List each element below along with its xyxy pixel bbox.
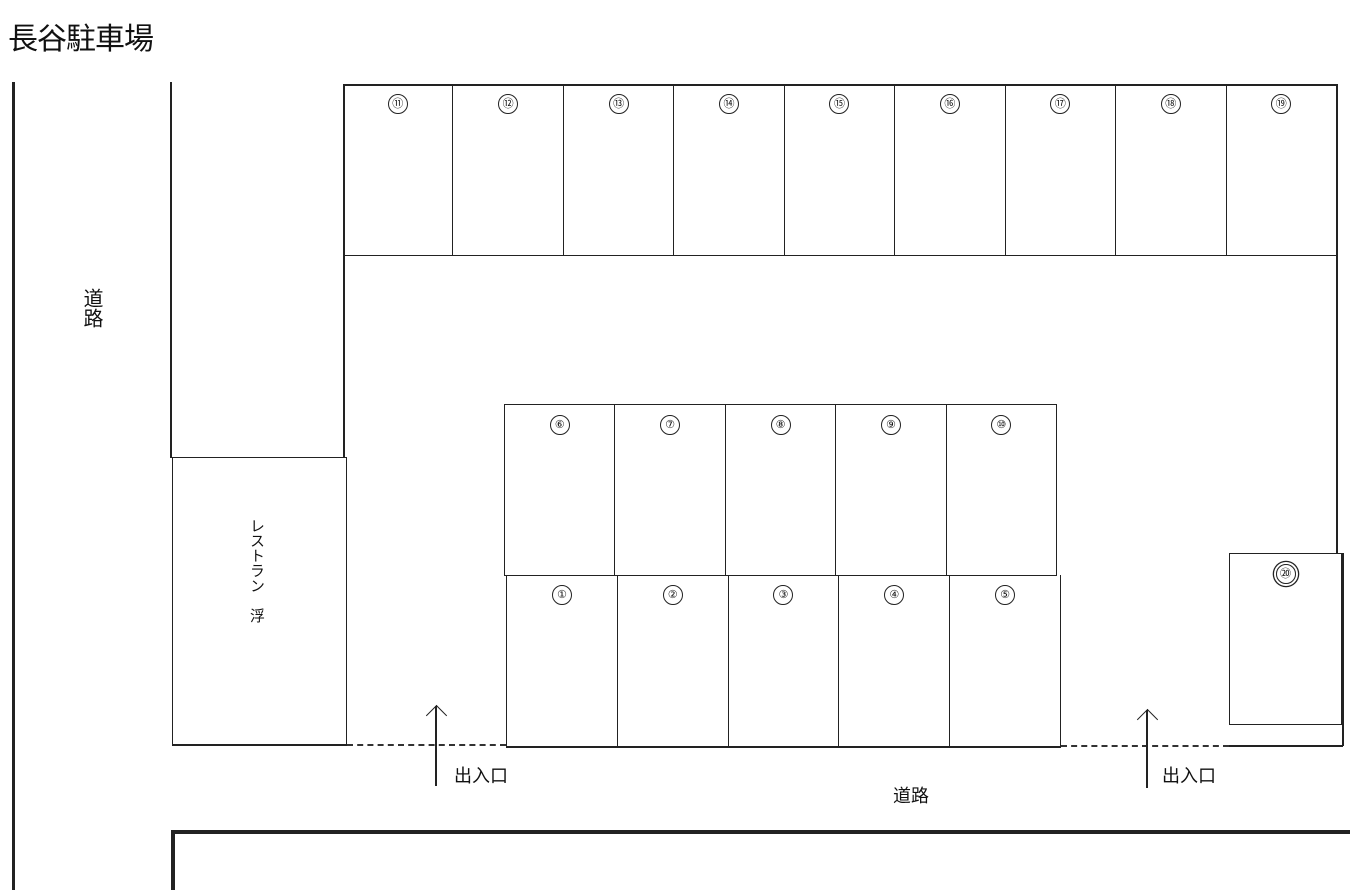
- arrow-head-icon: [1136, 708, 1159, 731]
- lot-top-boundary: [343, 84, 1336, 86]
- middle-upper-spots: ⑥ ⑦ ⑧ ⑨ ⑩: [504, 404, 1057, 576]
- entrance-right-label: 出入口: [1162, 766, 1216, 787]
- parking-spot-8[interactable]: ⑧: [726, 405, 837, 575]
- road-bottom-edge-left: [171, 830, 175, 890]
- lot-inner-left: [343, 84, 345, 458]
- lot-bottom-middle: [506, 746, 1061, 748]
- entrance-right-line: [1061, 745, 1229, 747]
- parking-spot-14[interactable]: ⑭: [674, 84, 785, 255]
- arrow-head-icon: [425, 704, 448, 727]
- parking-spot-12[interactable]: ⑫: [453, 84, 564, 255]
- parking-spot-4[interactable]: ④: [839, 575, 951, 746]
- top-row-spots: ⑪ ⑫ ⑬ ⑭ ⑮ ⑯ ⑰ ⑱ ⑲: [343, 84, 1336, 256]
- parking-spot-18[interactable]: ⑱: [1116, 84, 1227, 255]
- parking-spot-7[interactable]: ⑦: [615, 405, 726, 575]
- restaurant-label: レストラン 浮: [248, 518, 266, 623]
- road-bottom-edge: [171, 830, 1350, 834]
- parking-spot-13[interactable]: ⑬: [564, 84, 675, 255]
- parking-spot-10[interactable]: ⑩: [947, 405, 1056, 575]
- restaurant-building: レストラン 浮: [172, 457, 347, 745]
- lot-bottom-right: [1229, 745, 1343, 747]
- parking-spot-11[interactable]: ⑪: [343, 84, 454, 255]
- entrance-left-label: 出入口: [454, 766, 508, 787]
- middle-lower-spots: ① ② ③ ④ ⑤: [506, 575, 1061, 747]
- road-bottom-label: 道路: [893, 786, 929, 807]
- entrance-left-line: [347, 744, 506, 746]
- parking-spot-16[interactable]: ⑯: [895, 84, 1006, 255]
- road-left-label: 道路: [80, 288, 104, 328]
- lot-bottom-left: [172, 744, 347, 746]
- parking-spot-6[interactable]: ⑥: [505, 405, 616, 575]
- parking-spot-1[interactable]: ①: [507, 575, 618, 746]
- parking-spot-2[interactable]: ②: [618, 575, 729, 746]
- road-left-edge: [12, 82, 15, 890]
- parking-spot-17[interactable]: ⑰: [1006, 84, 1117, 255]
- lot-right-lower: [1342, 553, 1344, 746]
- parking-spot-9[interactable]: ⑨: [836, 405, 947, 575]
- parking-spot-15[interactable]: ⑮: [785, 84, 896, 255]
- arrow-up-icon: [1146, 710, 1148, 788]
- page-title: 長谷駐車場: [8, 22, 154, 57]
- parking-spot-20[interactable]: ⑳: [1229, 553, 1342, 725]
- parking-spot-5[interactable]: ⑤: [950, 575, 1060, 746]
- parking-spot-3[interactable]: ③: [729, 575, 840, 746]
- lot-right-boundary: [1336, 84, 1338, 554]
- parking-spot-19[interactable]: ⑲: [1227, 84, 1336, 255]
- arrow-up-icon: [435, 706, 437, 786]
- lot-left-boundary: [170, 82, 172, 458]
